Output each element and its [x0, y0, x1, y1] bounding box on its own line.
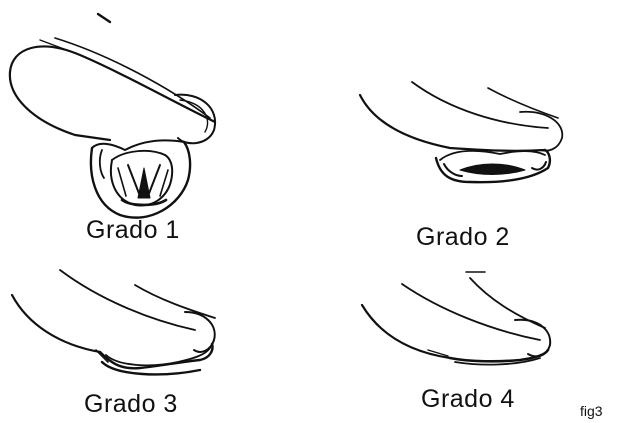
- figure-tag: fig3: [580, 403, 603, 419]
- grade-2-illustration: [360, 82, 562, 182]
- grade-4-label: Grado 4: [421, 385, 515, 414]
- grade-1-label: Grado 1: [86, 216, 180, 245]
- grade-3-illustration: [12, 270, 215, 374]
- grade-4-illustration: [362, 272, 550, 365]
- grade-2-label: Grado 2: [416, 223, 510, 252]
- grade-1-illustration: [10, 14, 215, 218]
- grade-3-label: Grado 3: [84, 390, 178, 419]
